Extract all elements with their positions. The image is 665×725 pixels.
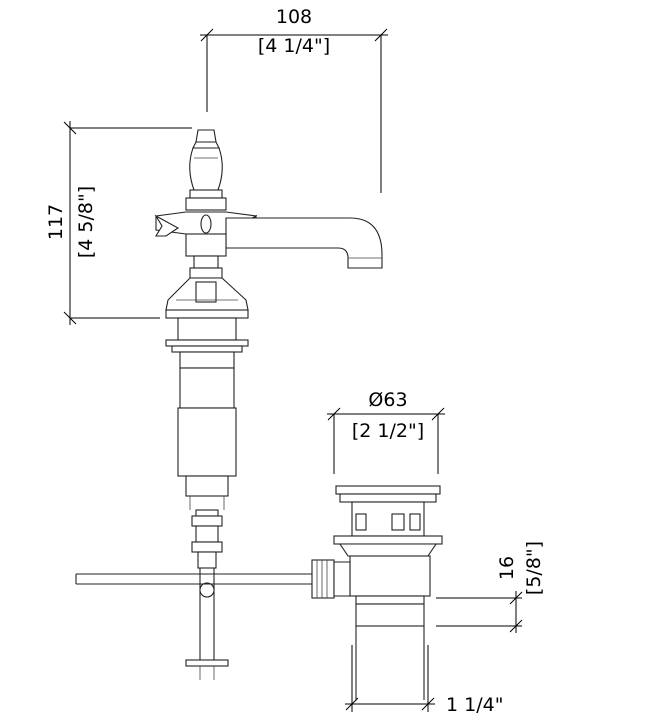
height-dimension: 117 [4 5/8"] bbox=[45, 121, 192, 325]
diameter-dimension: Ø63 [2 1/2"] bbox=[327, 389, 445, 474]
height-in-label: [4 5/8"] bbox=[75, 186, 97, 258]
thread-dimension: 1 1/4" bbox=[345, 645, 503, 716]
flange-in-label: [5/8"] bbox=[523, 541, 545, 595]
flange-dimension: 16 [5/8"] bbox=[436, 541, 545, 633]
diameter-mm-label: Ø63 bbox=[368, 389, 407, 411]
width-in-label: [4 1/4"] bbox=[258, 35, 330, 57]
diameter-in-label: [2 1/2"] bbox=[352, 420, 424, 442]
drain-assembly bbox=[311, 485, 443, 700]
faucet-body bbox=[154, 129, 383, 680]
width-mm-label: 108 bbox=[276, 6, 312, 28]
flange-mm-label: 16 bbox=[496, 556, 518, 580]
thread-in-label: 1 1/4" bbox=[446, 694, 503, 716]
pull-rod bbox=[75, 573, 312, 585]
height-mm-label: 117 bbox=[45, 204, 67, 240]
width-dimension: 108 [4 1/4"] bbox=[200, 6, 388, 193]
